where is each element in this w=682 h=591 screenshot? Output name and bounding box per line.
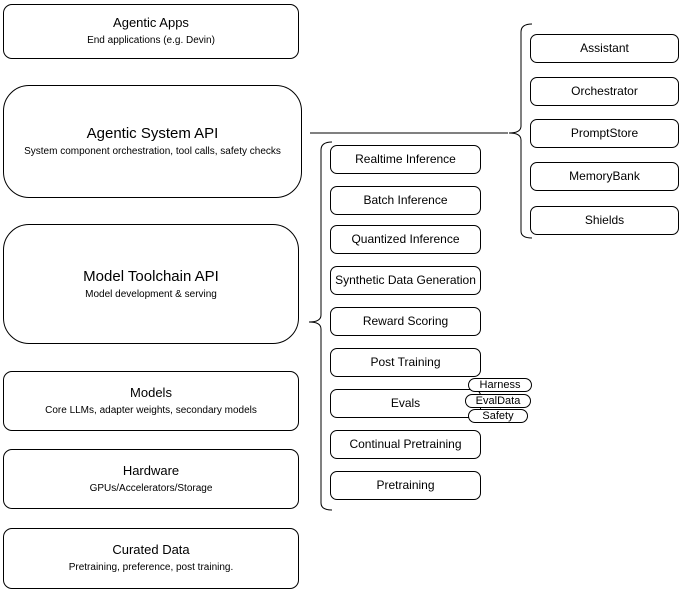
- pill-label: Safety: [482, 409, 514, 422]
- node-title: Agentic Apps: [113, 15, 189, 31]
- component-promptstore: PromptStore: [530, 119, 679, 148]
- component-orchestrator: Orchestrator: [530, 77, 679, 106]
- node-title: Curated Data: [112, 542, 190, 558]
- pill-label: Harness: [479, 378, 521, 391]
- node-hardware: Hardware GPUs/Accelerators/Storage: [3, 449, 299, 509]
- node-agentic-system-api: Agentic System API System component orch…: [3, 85, 302, 198]
- evals-tag-safety: Safety: [468, 409, 528, 423]
- item-label: Assistant: [580, 40, 629, 55]
- toolchain-item-continual-pretraining: Continual Pretraining: [330, 430, 481, 459]
- node-subtitle: System component orchestration, tool cal…: [24, 146, 281, 158]
- item-label: Post Training: [370, 354, 441, 369]
- toolchain-curly-brace: [308, 141, 333, 511]
- evals-tag-evaldata: EvalData: [465, 394, 531, 408]
- node-curated-data: Curated Data Pretraining, preference, po…: [3, 528, 299, 589]
- node-models: Models Core LLMs, adapter weights, secon…: [3, 371, 299, 431]
- toolchain-item-evals: Evals: [330, 389, 481, 418]
- node-title: Model Toolchain API: [83, 267, 219, 285]
- node-agentic-apps: Agentic Apps End applications (e.g. Devi…: [3, 4, 299, 59]
- node-subtitle: Core LLMs, adapter weights, secondary mo…: [45, 404, 257, 416]
- component-assistant: Assistant: [530, 34, 679, 63]
- node-title: Hardware: [122, 462, 180, 478]
- toolchain-item-synthetic-data-generation: Synthetic Data Generation: [330, 266, 481, 295]
- component-shields: Shields: [530, 206, 679, 235]
- toolchain-item-realtime-inference: Realtime Inference: [330, 145, 481, 174]
- item-label: Continual Pretraining: [349, 436, 462, 451]
- node-subtitle: GPUs/Accelerators/Storage: [89, 482, 213, 494]
- toolchain-item-post-training: Post Training: [330, 348, 481, 377]
- component-memorybank: MemoryBank: [530, 162, 679, 191]
- item-label: Shields: [584, 212, 625, 227]
- node-title: Agentic System API: [86, 125, 219, 143]
- node-subtitle: Pretraining, preference, post training.: [68, 562, 234, 574]
- item-label: Synthetic Data Generation: [335, 272, 476, 287]
- system-components-curly-brace: [508, 23, 533, 239]
- toolchain-item-reward-scoring: Reward Scoring: [330, 307, 481, 336]
- toolchain-item-pretraining: Pretraining: [330, 471, 481, 500]
- toolchain-item-quantized-inference: Quantized Inference: [330, 225, 481, 254]
- toolchain-item-batch-inference: Batch Inference: [330, 186, 481, 215]
- item-label: Pretraining: [376, 477, 435, 492]
- node-subtitle: Model development & serving: [85, 288, 217, 300]
- item-label: Realtime Inference: [355, 151, 456, 166]
- pill-label: EvalData: [475, 394, 521, 407]
- item-label: Batch Inference: [363, 192, 448, 207]
- node-title: Models: [130, 384, 172, 400]
- item-label: Reward Scoring: [362, 313, 449, 328]
- item-label: Evals: [390, 395, 421, 410]
- node-subtitle: End applications (e.g. Devin): [87, 35, 215, 47]
- evals-tag-harness: Harness: [468, 378, 532, 392]
- node-model-toolchain-api: Model Toolchain API Model development & …: [3, 224, 299, 344]
- item-label: Quantized Inference: [351, 231, 460, 246]
- item-label: PromptStore: [570, 125, 639, 140]
- item-label: Orchestrator: [571, 83, 638, 98]
- item-label: MemoryBank: [569, 168, 640, 183]
